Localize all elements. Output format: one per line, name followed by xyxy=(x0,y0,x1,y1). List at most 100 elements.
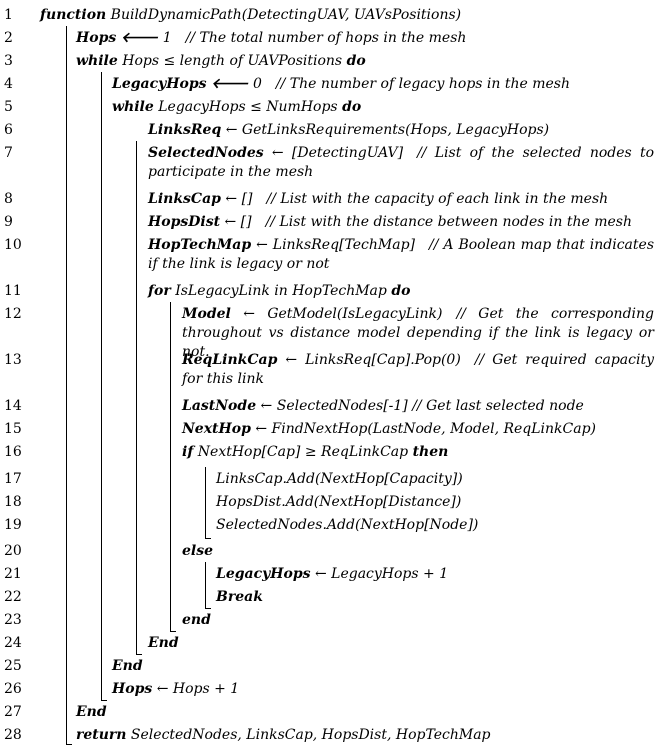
keyword: LinksReq xyxy=(148,122,222,138)
algorithm-line: 13 ReqLinkCap ← LinksReq[Cap].Pop(0)// Ge… xyxy=(0,349,662,395)
code-fragment: HopsDist.Add(NextHop[Distance]) xyxy=(216,494,462,510)
algorithm-line: 20 else xyxy=(0,540,662,563)
keyword: else xyxy=(182,543,214,559)
keyword: while xyxy=(112,99,154,115)
code-fragment: ← FindNextHop(LastNode, Model, ReqLinkCa… xyxy=(250,421,597,437)
line-number: 17 xyxy=(4,471,22,487)
code-text: if NextHop[Cap] ≥ ReqLinkCap then xyxy=(182,443,654,462)
keyword: while xyxy=(76,53,118,69)
keyword: HopTechMap xyxy=(148,237,252,253)
code-text: LastNode ← SelectedNodes[-1] // Get last… xyxy=(182,397,654,416)
algorithm-line: 9 HopsDist ← []// List with the distance … xyxy=(0,211,662,234)
algorithm-line: 17 LinksCap.Add(NextHop[Capacity]) xyxy=(0,468,662,491)
algorithm-line: 6 LinksReq ← GetLinksRequirements(Hops, L… xyxy=(0,119,662,142)
block-guide-line xyxy=(205,562,206,608)
code-text: SelectedNodes ← [DetectingUAV]// List of… xyxy=(148,144,654,182)
code-comment: // List with the capacity of each link i… xyxy=(266,191,609,207)
code-comment: // Get required capacity for this link xyxy=(182,352,654,387)
code-text: LinksCap ← [] // List with the capacity o… xyxy=(148,190,654,209)
keyword: do xyxy=(346,53,366,69)
algorithm-line: 4 LegacyHops 🡐 0 // The number of legacy h… xyxy=(0,73,662,96)
keyword: LinksCap xyxy=(148,191,221,207)
block-guide-tick xyxy=(205,608,211,609)
keyword: LegacyHops xyxy=(216,566,311,582)
code-fragment: ← [] xyxy=(220,191,253,207)
keyword: LastNode xyxy=(182,398,257,414)
code-fragment: ← SelectedNodes[-1] // Get last selected… xyxy=(256,398,584,414)
line-number: 10 xyxy=(4,237,22,253)
code-text: NextHop ← FindNextHop(LastNode, Model, R… xyxy=(182,420,654,439)
line-number: 24 xyxy=(4,635,22,651)
keyword: function xyxy=(40,7,107,23)
keyword: then xyxy=(412,444,449,460)
code-fragment: ← GetModel(IsLegacyLink) xyxy=(230,306,443,322)
block-guide-line xyxy=(205,467,206,538)
keyword: ReqLinkCap xyxy=(182,352,278,368)
code-fragment: 0 xyxy=(248,76,262,92)
code-text: LegacyHops 🡐 0 // The number of legacy ho… xyxy=(112,75,654,94)
code-text: End xyxy=(76,703,654,722)
line-number: 25 xyxy=(4,658,22,674)
keyword: 🡐 xyxy=(210,76,249,92)
code-text: function BuildDynamicPath(DetectingUAV, … xyxy=(40,6,654,25)
code-fragment: 1 xyxy=(158,30,172,46)
line-number: 14 xyxy=(4,398,22,414)
line-number: 22 xyxy=(4,589,22,605)
keyword: end xyxy=(182,612,211,628)
line-number: 9 xyxy=(4,214,13,230)
block-guide-line xyxy=(136,141,137,654)
code-fragment: ← GetLinksRequirements(Hops, LegacyHops) xyxy=(221,122,550,138)
keyword: SelectedNodes xyxy=(148,145,264,161)
code-fragment: ← LinksReq[Cap].Pop(0) xyxy=(277,352,461,368)
line-number: 13 xyxy=(4,352,22,368)
code-fragment: ← [DetectingUAV] xyxy=(263,145,404,161)
line-number: 11 xyxy=(4,283,22,299)
keyword: do xyxy=(391,283,411,299)
line-number: 12 xyxy=(4,306,22,322)
line-number: 8 xyxy=(4,191,13,207)
line-number: 1 xyxy=(4,7,13,23)
code-fragment: IsLegacyLink in HopTechMap xyxy=(170,283,392,299)
code-text: HopTechMap ← LinksReq[TechMap]// A Boole… xyxy=(148,236,654,274)
code-text: HopsDist ← []// List with the distance b… xyxy=(148,213,654,232)
code-text: return SelectedNodes, LinksCap, HopsDist… xyxy=(76,726,654,745)
keyword: LegacyHops xyxy=(112,76,207,92)
code-text: for IsLegacyLink in HopTechMap do xyxy=(148,282,654,301)
line-number: 3 xyxy=(4,53,13,69)
keyword: do xyxy=(342,99,362,115)
code-fragment: SelectedNodes.Add(NextHop[Node]) xyxy=(216,517,479,533)
code-text: Hops 🡐 1// The total number of hops in t… xyxy=(76,29,654,48)
code-fragment: ← Hops + 1 xyxy=(152,681,240,697)
line-number: 20 xyxy=(4,543,22,559)
line-number: 6 xyxy=(4,122,13,138)
line-number: 21 xyxy=(4,566,22,582)
code-fragment: BuildDynamicPath(DetectingUAV, UAVsPosit… xyxy=(106,7,462,23)
code-comment: // The number of legacy hops in the mesh xyxy=(275,76,571,92)
code-text: while LegacyHops ≤ NumHops do xyxy=(112,98,654,117)
line-number: 28 xyxy=(4,727,22,743)
keyword: HopsDist xyxy=(148,214,221,230)
line-number: 4 xyxy=(4,76,13,92)
algorithm-line: 10 HopTechMap ← LinksReq[TechMap]// A Boo… xyxy=(0,234,662,280)
line-number: 16 xyxy=(4,444,22,460)
block-guide-line xyxy=(66,26,67,744)
code-text: Hops ← Hops + 1 xyxy=(112,680,654,699)
keyword: for xyxy=(148,283,171,299)
line-number: 19 xyxy=(4,517,22,533)
block-guide-line xyxy=(101,72,102,700)
block-guide-tick xyxy=(136,654,142,655)
algorithm-line: 16 if NextHop[Cap] ≥ ReqLinkCap then xyxy=(0,441,662,468)
code-comment: // The total number of hops in the mesh xyxy=(185,30,467,46)
code-text: Model ← GetModel(IsLegacyLink)// Get the… xyxy=(182,305,654,362)
code-fragment: LinksCap.Add(NextHop[Capacity]) xyxy=(216,471,463,487)
